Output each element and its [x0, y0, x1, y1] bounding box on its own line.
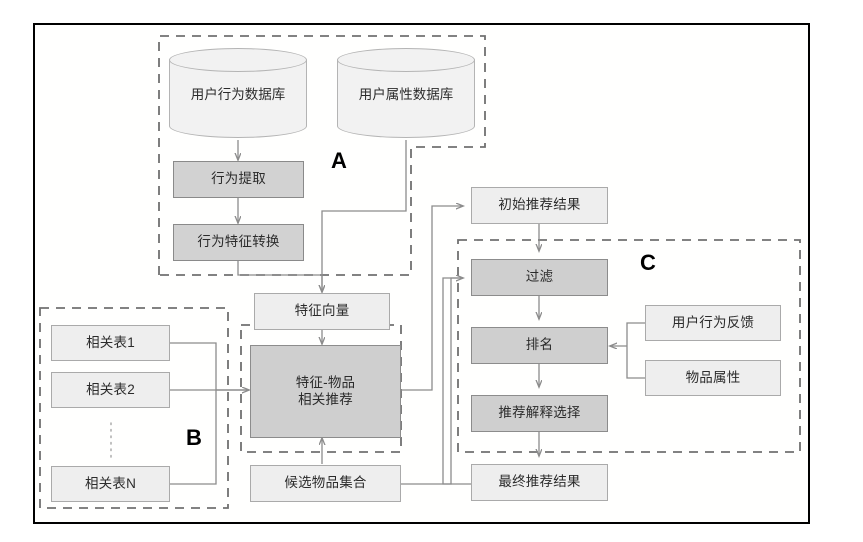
node-initial-recommend-result-label: 初始推荐结果: [498, 197, 581, 213]
node-ranking[interactable]: 排名: [471, 327, 608, 364]
node-behavior-extraction-label: 行为提取: [211, 171, 266, 187]
node-feature-item-recommend[interactable]: 特征-物品 相关推荐: [250, 345, 401, 438]
node-user-behavior-feedback[interactable]: 用户行为反馈: [645, 305, 781, 341]
node-user-behavior-db[interactable]: 用户行为数据库: [169, 48, 307, 138]
node-explanation-selection[interactable]: 推荐解释选择: [471, 395, 608, 432]
group-label-c: C: [640, 250, 656, 275]
node-user-behavior-feedback-label: 用户行为反馈: [671, 314, 755, 330]
node-relation-table-1[interactable]: 相关表1: [51, 325, 170, 361]
node-item-attribute-label: 物品属性: [685, 369, 741, 385]
node-user-attribute-db[interactable]: 用户属性数据库: [337, 48, 475, 138]
node-relation-table-n-label: 相关表N: [84, 475, 137, 491]
node-relation-table-2[interactable]: 相关表2: [51, 372, 170, 408]
node-behavior-feature-transform-label: 行为特征转换: [197, 234, 280, 250]
node-feature-item-recommend-label-line2: 相关推荐: [298, 391, 353, 407]
node-relation-table-n[interactable]: 相关表N: [51, 466, 170, 502]
node-feature-vector[interactable]: 特征向量: [254, 293, 390, 330]
node-user-behavior-db-label: 用户行为数据库: [190, 87, 286, 102]
node-relation-table-2-label: 相关表2: [86, 381, 135, 397]
node-explanation-selection-label: 推荐解释选择: [498, 405, 581, 421]
node-ranking-label: 排名: [525, 337, 554, 353]
node-behavior-extraction[interactable]: 行为提取: [173, 161, 304, 198]
group-label-a: A: [331, 148, 347, 173]
node-final-recommend-result-label: 最终推荐结果: [498, 474, 581, 490]
node-user-attribute-db-label: 用户属性数据库: [358, 87, 454, 102]
node-feature-item-recommend-label-line1: 特征-物品: [295, 374, 356, 390]
node-item-attribute[interactable]: 物品属性: [645, 360, 781, 396]
node-final-recommend-result[interactable]: 最终推荐结果: [471, 464, 608, 501]
group-label-b: B: [186, 425, 202, 450]
node-feature-vector-label: 特征向量: [294, 303, 350, 319]
node-candidate-item-set[interactable]: 候选物品集合: [250, 465, 401, 502]
node-initial-recommend-result[interactable]: 初始推荐结果: [471, 187, 608, 224]
node-relation-table-1-label: 相关表1: [86, 334, 135, 350]
node-filter[interactable]: 过滤: [471, 259, 608, 296]
node-filter-label: 过滤: [525, 269, 554, 285]
node-candidate-item-set-label: 候选物品集合: [284, 475, 367, 491]
node-behavior-feature-transform[interactable]: 行为特征转换: [173, 224, 304, 261]
